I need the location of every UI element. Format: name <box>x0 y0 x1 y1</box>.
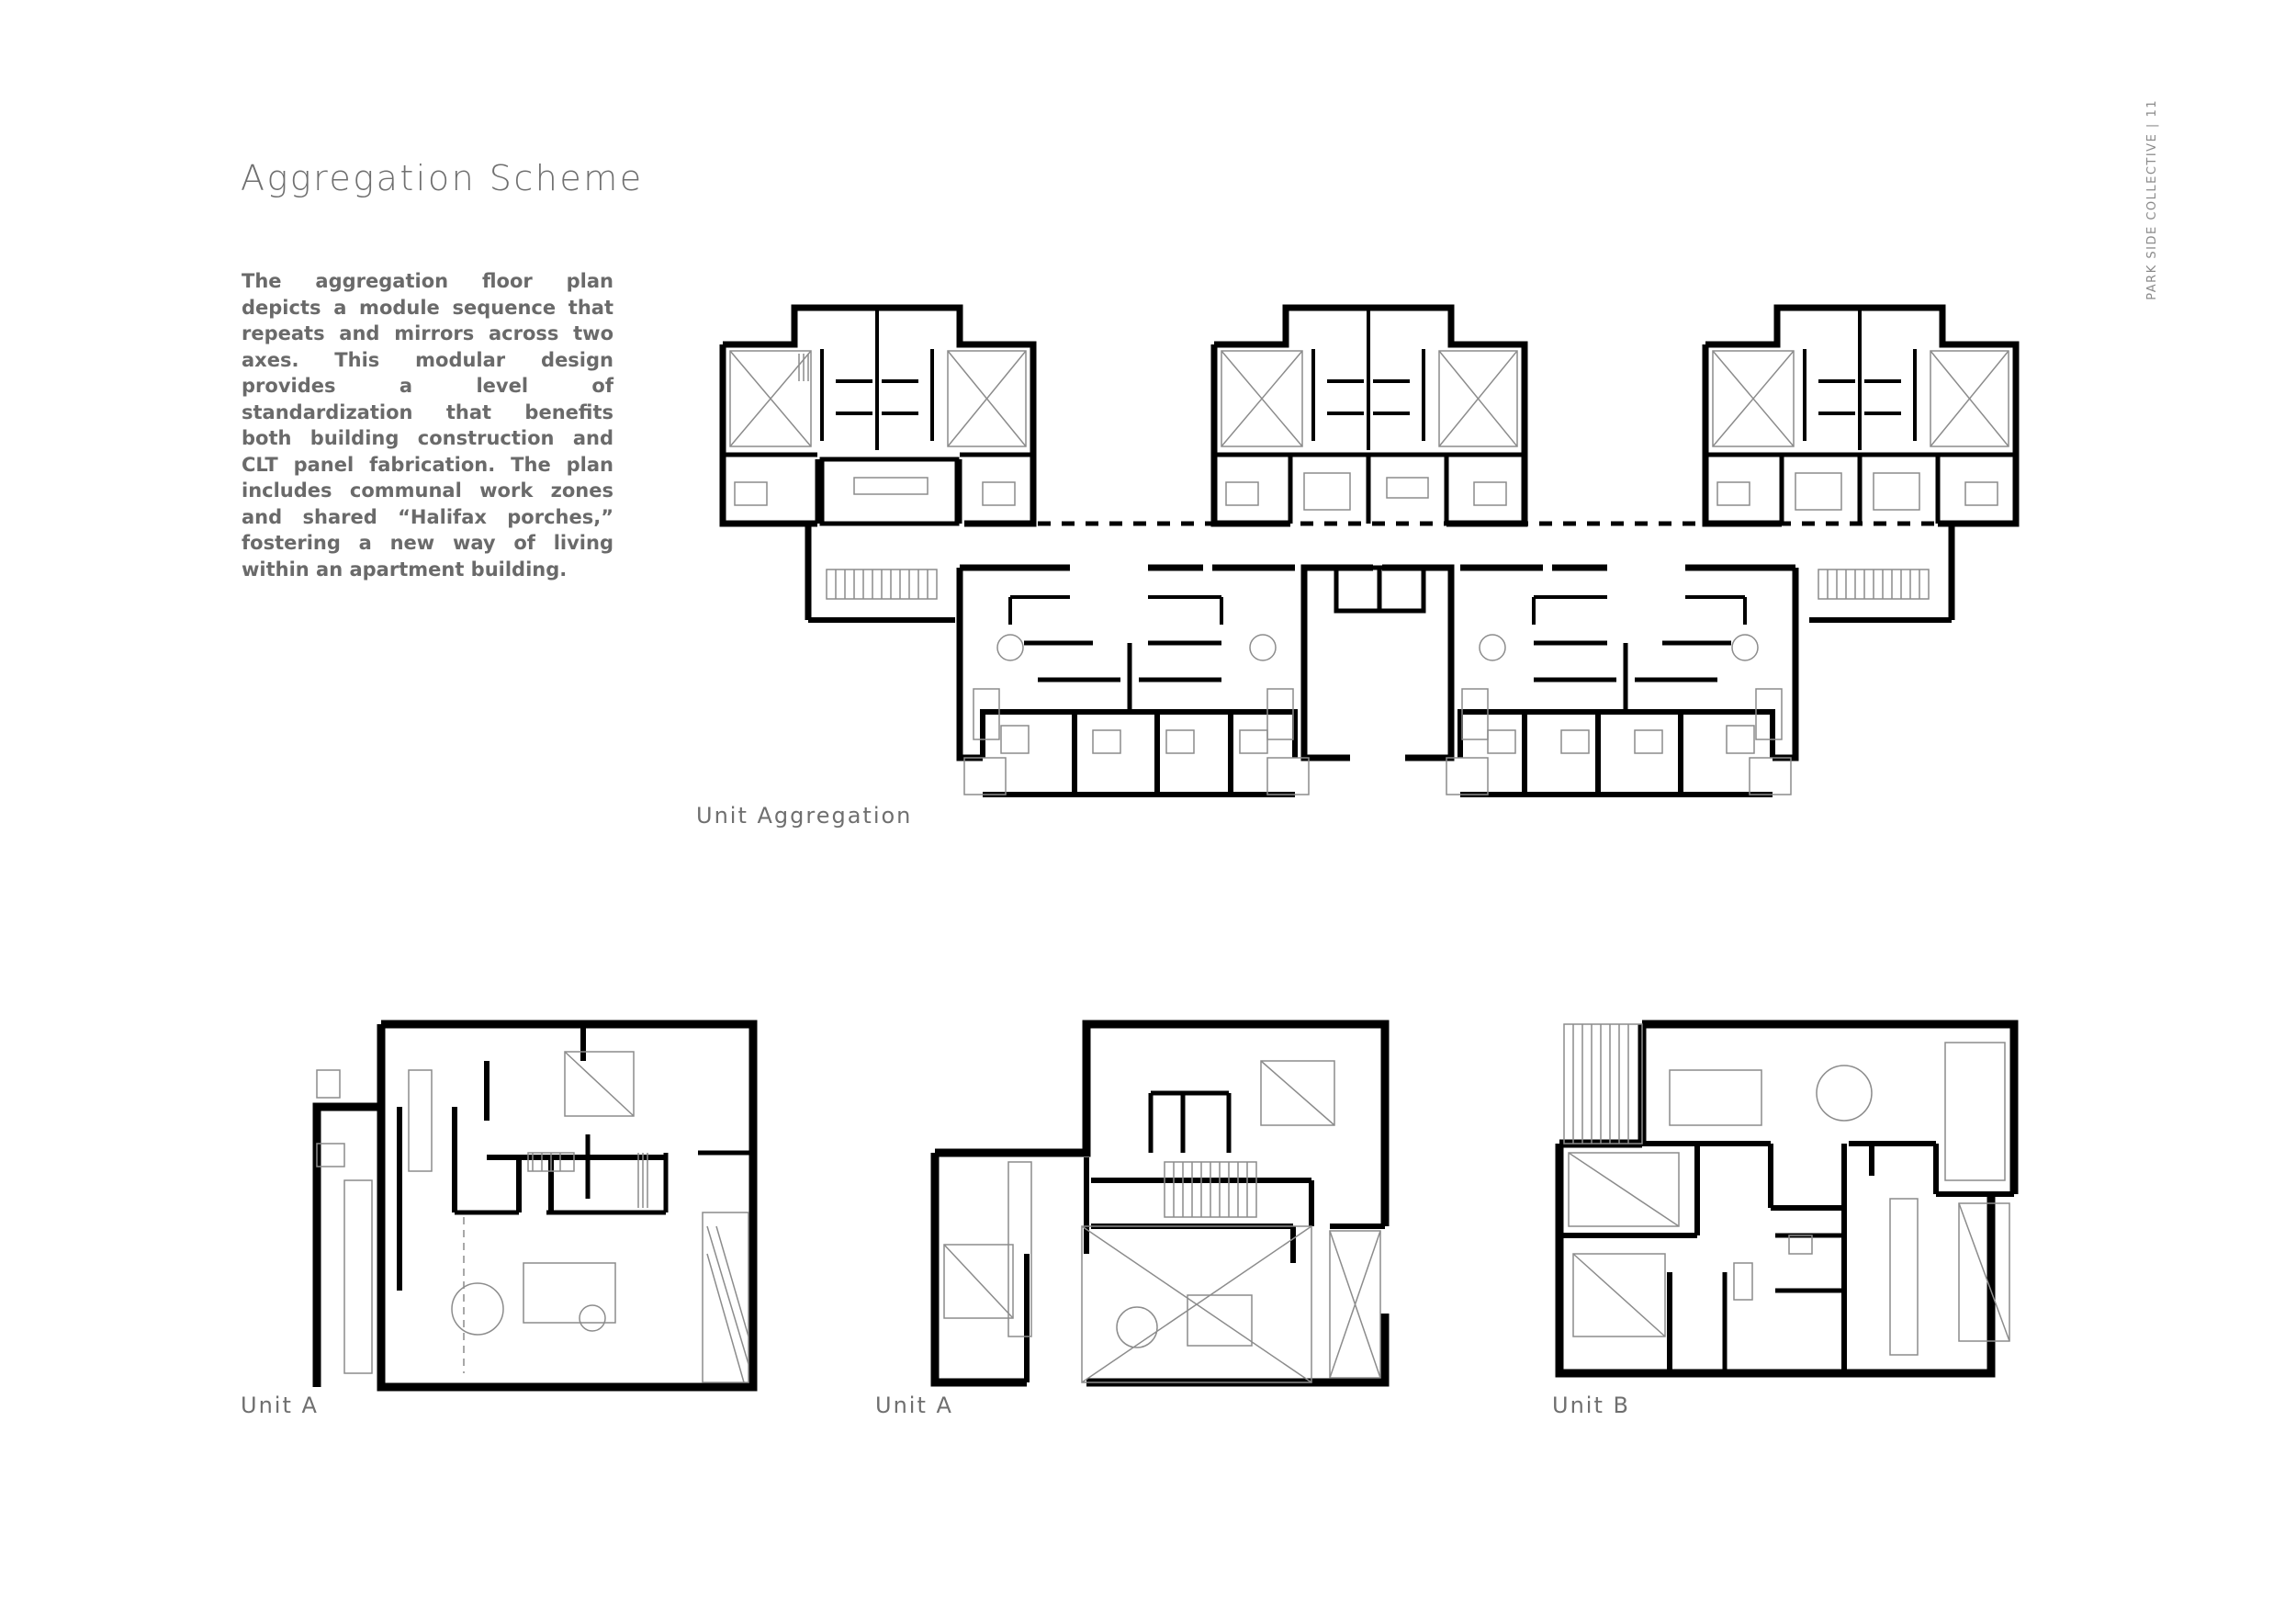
top-module-3 <box>1702 304 2020 527</box>
central-corridor <box>799 521 1956 623</box>
bottom-module-left <box>956 564 1373 797</box>
unit-b-plan <box>1555 1020 2019 1378</box>
caption-unit-a-1: Unit A <box>241 1393 319 1418</box>
description-paragraph: The aggregation floor plan depicts a mod… <box>242 270 613 581</box>
page-number: 11 <box>2145 99 2159 118</box>
page-title: Aggregation Scheme <box>241 158 644 198</box>
caption-unit-b: Unit B <box>1552 1393 1630 1418</box>
aggregation-floor-plan <box>719 304 2020 797</box>
bottom-module-right <box>1382 564 1799 797</box>
caption-unit-aggregation: Unit Aggregation <box>696 803 913 829</box>
unit-a-plan-1 <box>312 1020 758 1392</box>
side-label: PARK SIDE COLLECTIVE | 11 <box>2145 99 2159 300</box>
unit-a-plan-2 <box>930 1020 1390 1387</box>
top-module-2 <box>1210 304 1528 527</box>
caption-unit-a-2: Unit A <box>875 1393 953 1418</box>
top-module-1 <box>719 304 1037 527</box>
project-name: PARK SIDE COLLECTIVE <box>2145 132 2159 300</box>
